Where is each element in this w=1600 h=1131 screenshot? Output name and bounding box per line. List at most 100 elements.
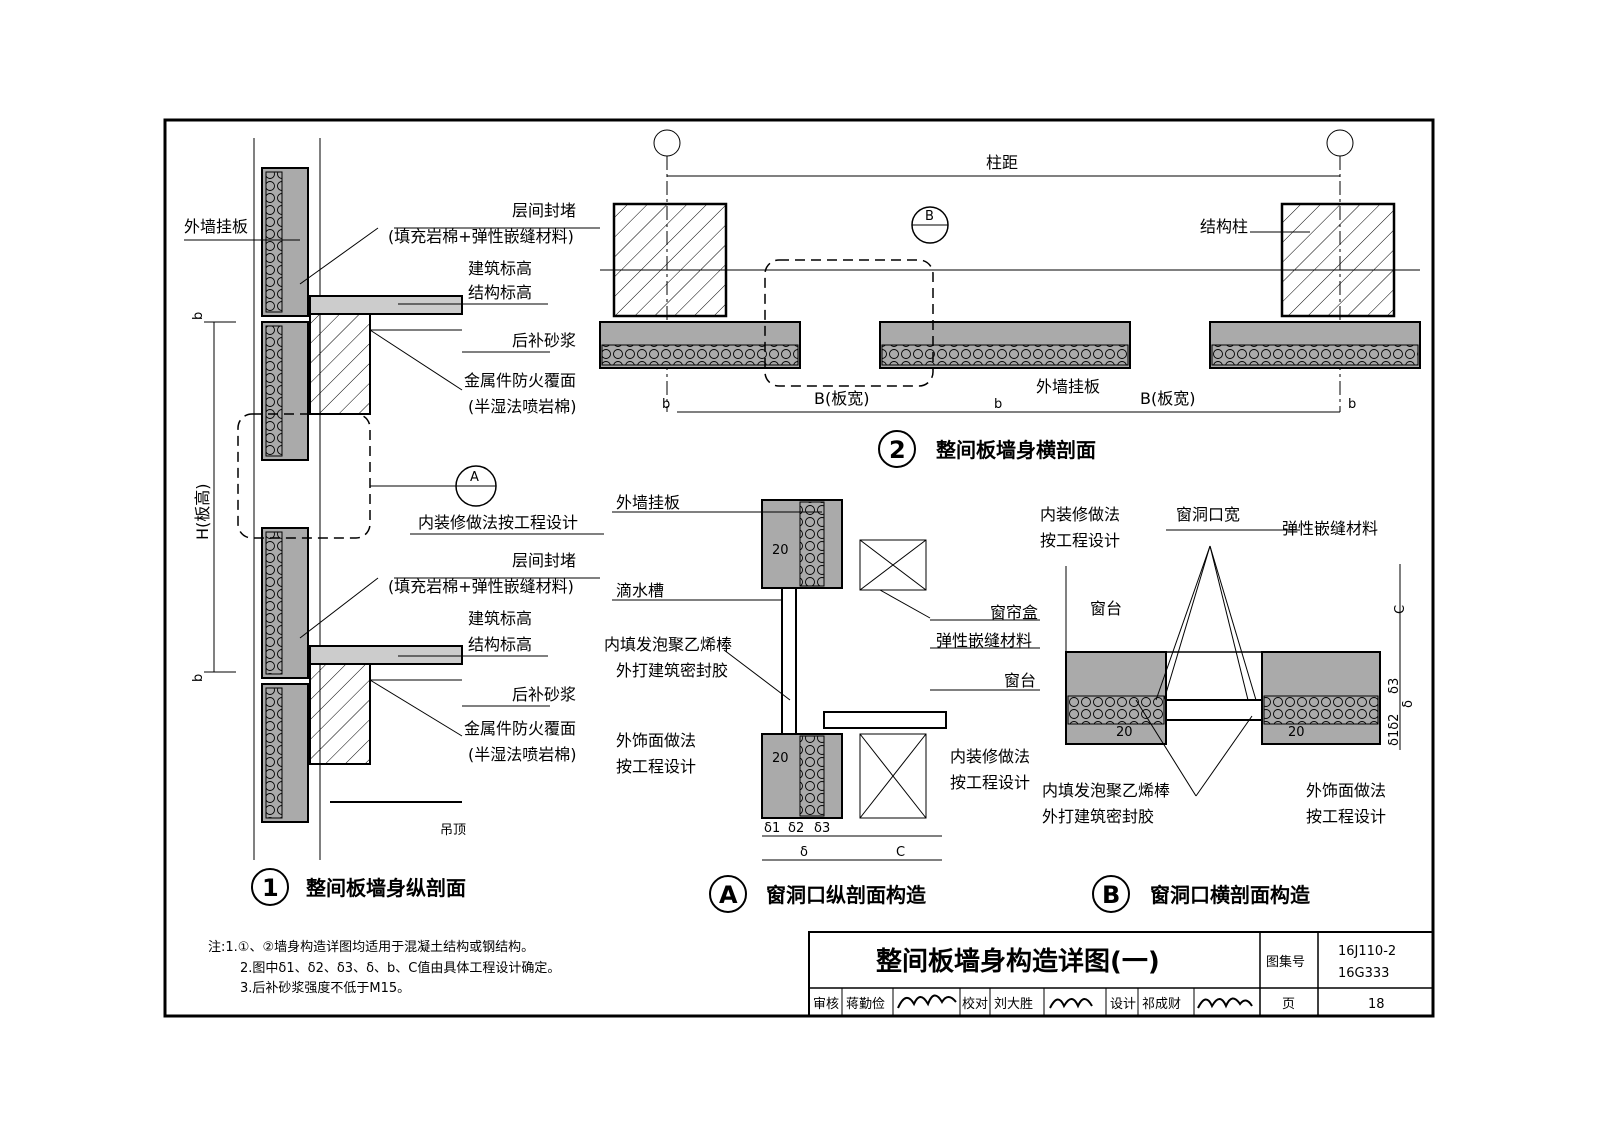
page-number: 18 [1368,997,1385,1012]
a-label-ext-finish: 外饰面做法 [616,731,696,750]
section-b-title: 窗洞口横剖面构造 [1150,883,1311,907]
section-b-window-transverse: 窗台 20 20 窗洞口宽 内装修做法 按工程设计 弹性嵌缝材料 内填发泡聚乙烯… [1040,505,1416,913]
a-label-int-finish-2: 按工程设计 [950,773,1030,792]
section-1-number: 1 [262,874,279,902]
label-fire-cover-2: 金属件防火覆面 [464,719,576,738]
design-label: 设计 [1110,997,1136,1012]
beam-upper [309,313,371,415]
a-dim-delta: δ [800,845,808,860]
callout-box-a [237,413,371,539]
dim-b-3: b [1348,397,1356,412]
b-label-foam-rod: 内填发泡聚乙烯棒 [1042,781,1170,800]
atlas-number-2: 16G333 [1338,966,1389,981]
section-a-title: 窗洞口纵剖面构造 [766,883,927,907]
b-label-opening-width: 窗洞口宽 [1176,505,1240,524]
label-ceiling: 吊顶 [440,823,466,838]
section-b-number: B [1102,881,1120,909]
label-arch-elev-2: 建筑标高 [468,609,532,628]
label-outer-panel: 外墙挂板 [184,217,248,236]
design-signature [1197,997,1253,1009]
review-name: 蒋勤俭 [846,996,885,1012]
note-line-2: 2.图中δ1、δ2、δ3、δ、b、C值由具体工程设计确定。 [240,960,560,976]
a-label-outer-panel: 外墙挂板 [616,493,680,512]
a-label-sealant: 外打建筑密封胶 [616,661,728,680]
dim-panel-width-2: B(板宽) [1140,389,1195,408]
a-label-elastic: 弹性嵌缝材料 [936,631,1032,650]
b-label-ext-finish-2: 按工程设计 [1306,807,1386,826]
a-label-sill: 窗台 [1004,671,1036,690]
dim-b-top: b [191,312,206,320]
title-block: 整间板墙身构造详图(一) 图集号 16J110-2 16G333 审核 蒋勤俭 … [808,931,1434,1017]
section-1-number-circle [251,868,289,906]
a-dim-20-upper: 20 [772,543,789,558]
b-dim-d3: δ3 [1387,678,1402,694]
label-mortar-2: 后补砂浆 [512,685,576,704]
floor-slab-upper [309,295,463,315]
section-b-number-circle [1092,875,1130,913]
section-1-longitudinal: b H(板高) b 外墙挂板 层间封堵 (填充岩棉+弹性嵌缝材料) 建筑标高 结… [184,138,604,906]
a-label-curtain-box: 窗帘盒 [990,603,1038,622]
design-name: 祁成财 [1142,997,1181,1012]
label-interior-finish: 内装修做法按工程设计 [418,513,578,532]
label-struct-elev-2: 结构标高 [468,635,532,654]
a-dim-20-lower: 20 [772,751,789,766]
callout-box-b [764,259,934,387]
title-block-title: 整间板墙身构造详图(一) [876,946,1160,977]
label-struct-column: 结构柱 [1200,217,1248,236]
a-dim-delta3: δ3 [814,821,830,836]
section-a-window-longitudinal: 20 20 外墙挂板 滴水槽 内填发泡聚乙烯棒 外打建筑密封胶 外饰面做法 按工… [604,493,1040,913]
b-dim-c: C [1393,605,1408,614]
floor-slab-lower [309,645,463,665]
review-signature [897,994,957,1009]
axis-bubble-right [1326,129,1354,157]
a-dim-c: C [896,845,905,860]
dim-panel-width-1: B(板宽) [814,389,869,408]
label-fire-cover-note-2: (半湿法喷岩棉) [468,745,577,764]
b-label-sill: 窗台 [1090,599,1122,618]
column-left [612,202,728,318]
b-label-sealant: 外打建筑密封胶 [1042,807,1154,826]
review-label: 审核 [813,997,839,1012]
a-dim-delta2: δ2 [788,821,804,836]
a-label-ext-finish-2: 按工程设计 [616,757,696,776]
check-name: 刘大胜 [994,997,1033,1012]
check-signature [1049,998,1093,1009]
section-2-number-circle [878,430,916,468]
b-label-int-finish-2: 按工程设计 [1040,531,1120,550]
b-label-int-finish: 内装修做法 [1040,505,1120,524]
page-label: 页 [1282,997,1295,1012]
label-struct-elev: 结构标高 [468,283,532,302]
a-label-foam-rod: 内填发泡聚乙烯棒 [604,635,732,654]
label-fire-cover-note: (半湿法喷岩棉) [468,397,577,416]
b-dim-20-right: 20 [1288,725,1305,740]
label-outer-panel-2: 外墙挂板 [1036,377,1100,396]
drawing-frame [163,118,1435,1018]
label-interlayer-seal-note: (填充岩棉+弹性嵌缝材料) [388,227,574,246]
label-arch-elev: 建筑标高 [468,259,532,278]
beam-lower [309,663,371,765]
note-line-1: 注:1.①、②墙身构造详图均适用于混凝土结构或钢结构。 [208,939,534,955]
callout-a-label: A [470,470,479,485]
section-2-number: 2 [889,436,906,464]
section-a-number-circle [709,875,747,913]
notes: 注:1.①、②墙身构造详图均适用于混凝土结构或钢结构。 2.图中δ1、δ2、δ3… [208,939,560,996]
axis-bubble-left [653,129,681,157]
label-fire-cover: 金属件防火覆面 [464,371,576,390]
label-interlayer-seal-note-2: (填充岩棉+弹性嵌缝材料) [388,577,574,596]
b-dim-d: δ [1401,700,1416,708]
b-label-elastic: 弹性嵌缝材料 [1282,519,1378,538]
section-2-transverse: 柱距 B 结构柱 b B(板宽) b 外墙挂板 B(板宽) b 2 整间板墙身横… [599,129,1421,468]
atlas-label: 图集号 [1266,954,1305,970]
dim-b-bottom: b [191,674,206,682]
dim-b-2: b [994,397,1002,412]
atlas-number-1: 16J110-2 [1338,944,1396,959]
dim-b-1: b [662,397,670,412]
a-sill-board [823,711,947,729]
b-dim-d1d2: δ1δ2 [1387,714,1402,746]
a-label-int-finish: 内装修做法 [950,747,1030,766]
b-label-ext-finish: 外饰面做法 [1306,781,1386,800]
label-interlayer-seal: 层间封堵 [512,201,576,220]
a-label-drip: 滴水槽 [616,581,664,600]
b-dim-20-left: 20 [1116,725,1133,740]
